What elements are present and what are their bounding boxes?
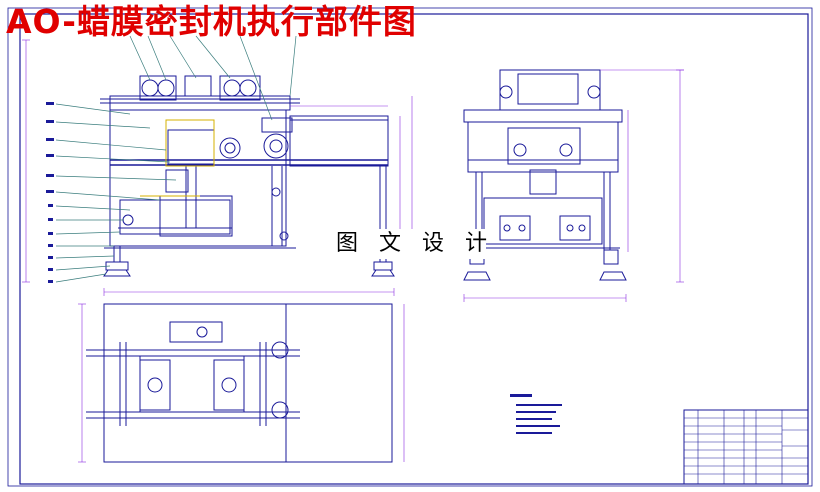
title-block (683, 409, 809, 485)
side-view (463, 69, 627, 281)
front-view-highlights (140, 119, 215, 197)
top-view-dimensions (78, 303, 405, 463)
drawing-title: AO-蜡膜密封机执行部件图 (6, 2, 417, 41)
front-view-part-numbers (46, 102, 54, 283)
front-view-dimensions (22, 39, 413, 296)
front-view-leaders (55, 35, 297, 283)
top-view (86, 303, 393, 463)
technical-notes (510, 394, 562, 434)
drawing-frame (7, 7, 813, 487)
side-view-dimensions (463, 69, 684, 302)
watermark-text: 图 文 设 计 (336, 229, 487, 259)
front-view (100, 75, 395, 277)
